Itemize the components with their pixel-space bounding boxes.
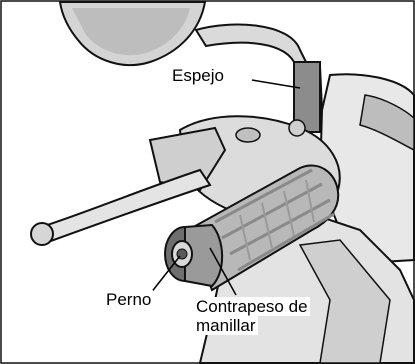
mirror-label: Espejo xyxy=(170,66,226,85)
switch-button xyxy=(236,128,260,142)
lever-tip xyxy=(31,223,53,245)
weight-label-line1: Contrapeso de xyxy=(194,297,310,316)
bolt-label: Perno xyxy=(104,290,153,309)
weight-label-line2: manillar xyxy=(194,316,258,335)
switch-knob xyxy=(289,120,305,136)
